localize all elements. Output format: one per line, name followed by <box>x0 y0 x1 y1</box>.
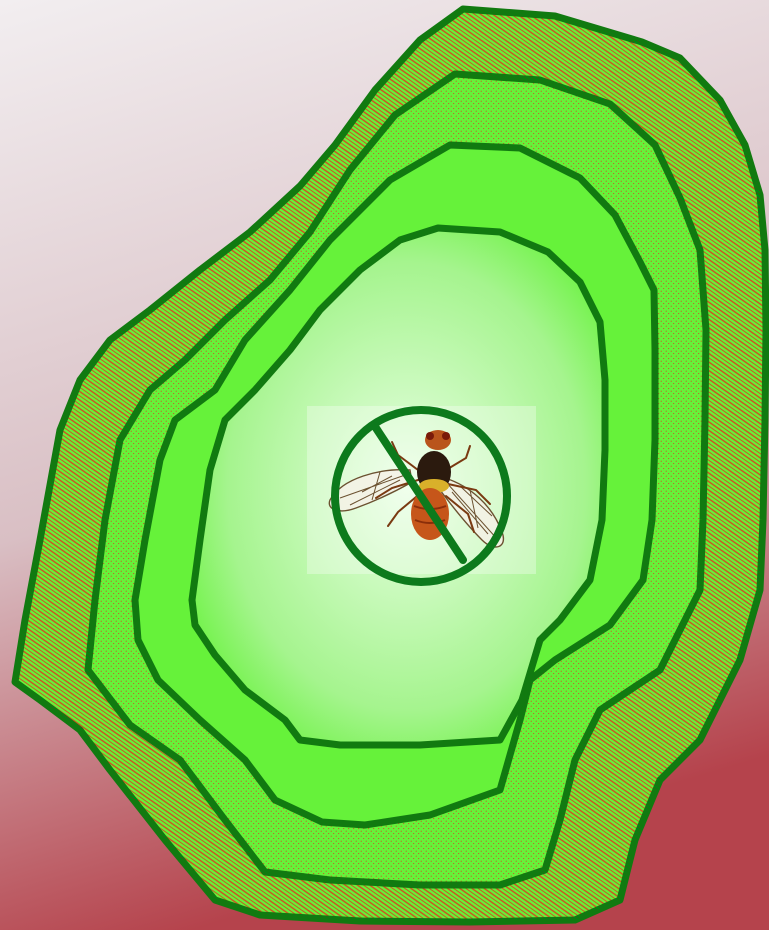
fly-right-eye <box>442 432 450 440</box>
no-fruit-fly-symbol <box>307 406 536 582</box>
fly-left-eye <box>426 432 434 440</box>
